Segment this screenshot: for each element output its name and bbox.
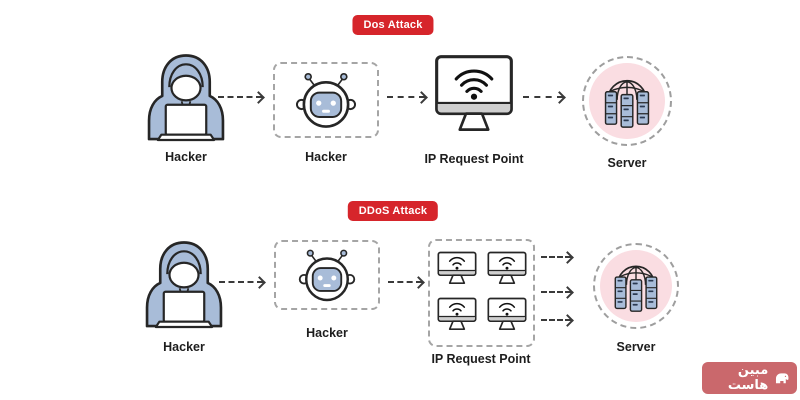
server-label: Server (616, 340, 656, 354)
dashed-arrow (541, 319, 571, 321)
bot-label: Hacker (305, 150, 347, 164)
server-globe-icon (608, 258, 664, 314)
server-node (582, 56, 672, 146)
dashed-arrow (523, 96, 563, 98)
bot-dashed-box (274, 240, 380, 310)
ip-request-point-label: IP Request Point (431, 352, 531, 366)
monitor-wifi-icon (487, 297, 527, 336)
elephant-icon (774, 368, 790, 388)
server-globe-icon (598, 72, 656, 130)
hacker-label: Hacker (165, 150, 207, 164)
monitor-wifi-icon (487, 251, 527, 290)
monitor-grid-dashed-box (428, 239, 535, 347)
ip-request-point-label: IP Request Point (424, 152, 524, 166)
monitor-wifi-grid-icon (437, 251, 527, 336)
dashed-arrow (541, 291, 571, 293)
dashed-arrow (218, 96, 262, 98)
robot-bot-icon (296, 247, 358, 304)
dashed-arrow (541, 256, 571, 258)
monitor-wifi-icon (437, 251, 477, 290)
dos-attack-badge: Dos Attack (352, 15, 434, 35)
mobinhost-watermark: مبین هاست (702, 362, 797, 394)
dashed-arrow (388, 281, 422, 283)
bot-label: Hacker (306, 326, 348, 340)
hacker-label: Hacker (163, 340, 205, 354)
ddos-attack-badge: DDoS Attack (347, 201, 439, 221)
server-label: Server (607, 156, 647, 170)
bot-dashed-box (273, 62, 379, 138)
server-node (593, 243, 679, 329)
dashed-arrow (387, 96, 425, 98)
hacker-icon (142, 50, 230, 149)
dashed-arrow (219, 281, 263, 283)
robot-bot-icon (293, 70, 359, 131)
watermark-text: مبین هاست (727, 363, 769, 393)
monitor-wifi-icon (434, 54, 514, 143)
monitor-wifi-icon (437, 297, 477, 336)
hacker-icon (140, 237, 228, 336)
